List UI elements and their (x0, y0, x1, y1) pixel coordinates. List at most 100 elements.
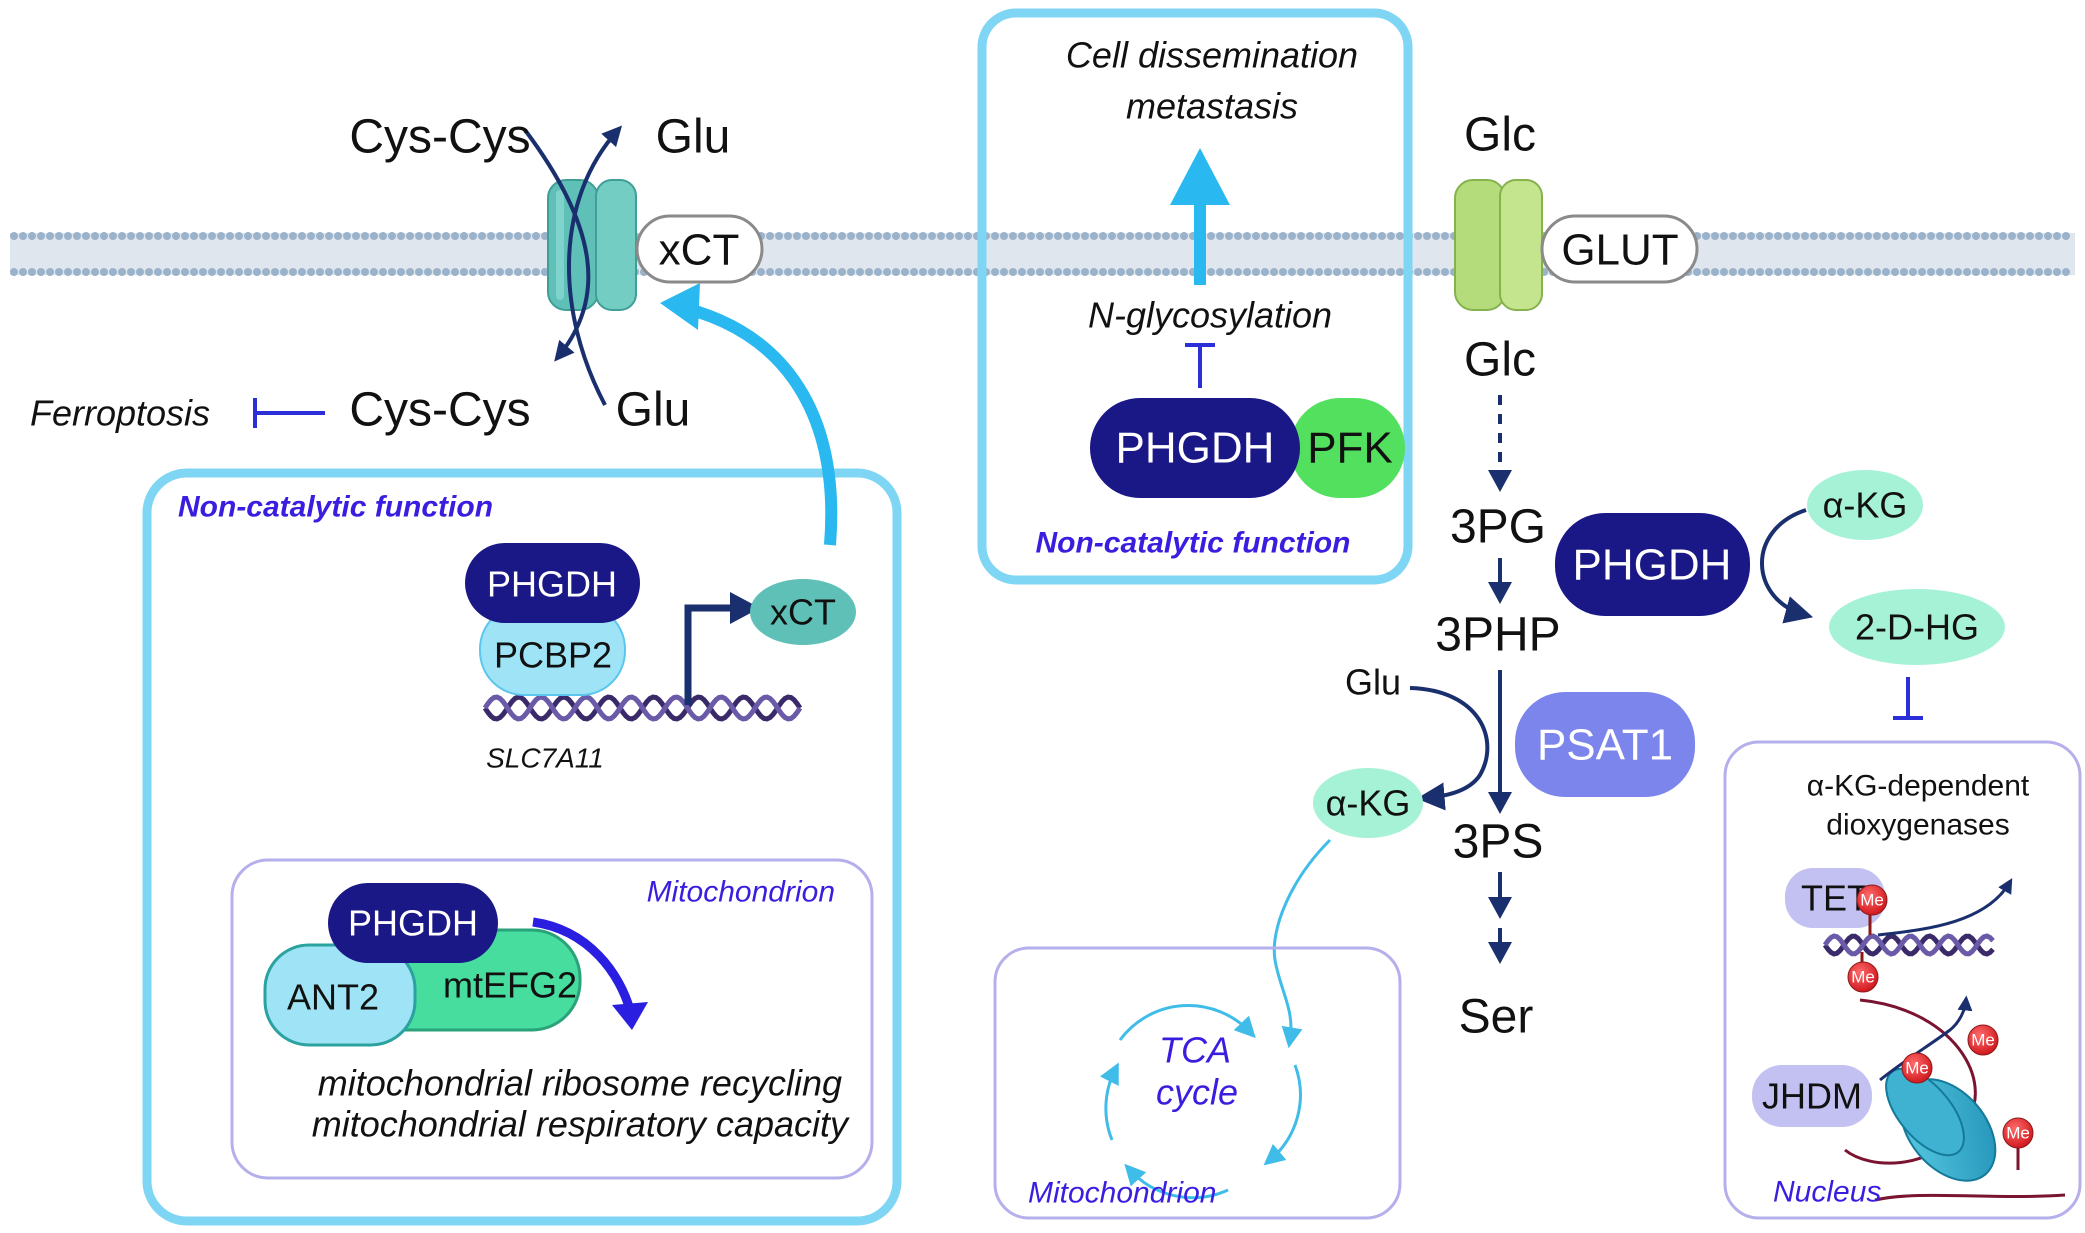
xct-protein-small: xCT (750, 579, 856, 645)
lipid-head (325, 268, 333, 276)
lipid-head (1171, 268, 1179, 276)
noncatalytic-left-box: Non-catalytic function PCBP2 PHGDH SLC7A… (142, 283, 902, 1226)
jhdm-label: JHDM (1762, 1076, 1862, 1117)
lipid-head (64, 268, 72, 276)
lipid-head (1774, 232, 1782, 240)
lipid-head (1378, 268, 1386, 276)
ferroptosis-inhibition (253, 398, 325, 428)
mito-effect-arrow (532, 917, 648, 1030)
lipid-head (1828, 268, 1836, 276)
lipid-head (1945, 232, 1953, 240)
lipid-head (532, 268, 540, 276)
lipid-head (1000, 232, 1008, 240)
lipid-head (1171, 232, 1179, 240)
lipid-head (532, 232, 540, 240)
lipid-head (1711, 232, 1719, 240)
lipid-head (1162, 268, 1170, 276)
lipid-head (1747, 268, 1755, 276)
lipid-head (19, 232, 27, 240)
lipid-head (883, 268, 891, 276)
lipid-head (1711, 268, 1719, 276)
transamination-arrow (1409, 686, 1490, 811)
lipid-head (406, 268, 414, 276)
lipid-head (1234, 232, 1242, 240)
lipid-head (451, 232, 459, 240)
lipid-head (838, 232, 846, 240)
lipid-head (217, 232, 225, 240)
lipid-head (1873, 232, 1881, 240)
lipid-head (1369, 232, 1377, 240)
phgdh-enzyme-right: PHGDH (1555, 513, 1750, 616)
akg-left: α-KG (1313, 768, 1423, 838)
lipid-head (100, 268, 108, 276)
lipid-head (1144, 268, 1152, 276)
lipid-head (271, 268, 279, 276)
lipid-head (2035, 268, 2043, 276)
phgdh-protein-top: PHGDH (1090, 398, 1300, 498)
lipid-head (1180, 232, 1188, 240)
2dhg-inhibition (1893, 677, 1923, 720)
lipid-head (937, 232, 945, 240)
cell-dissemination-label: Cell dissemination (1066, 35, 1358, 76)
psat1-enzyme: PSAT1 (1515, 692, 1695, 797)
lipid-head (514, 268, 522, 276)
lipid-head (388, 232, 396, 240)
akg-to-2dhg-arrow (1760, 508, 1814, 624)
lipid-head (1279, 268, 1287, 276)
lipid-head (154, 232, 162, 240)
glut-transporter: GLUT (1540, 214, 1699, 284)
lipid-head (1846, 268, 1854, 276)
nucleus-title: Nucleus (1773, 1176, 1881, 1209)
lipid-head (262, 232, 270, 240)
lipid-head (1117, 268, 1125, 276)
lipid-head (1009, 268, 1017, 276)
lipid-head (2026, 232, 2034, 240)
lipid-head (1414, 232, 1422, 240)
lipid-head (226, 268, 234, 276)
lipid-head (901, 268, 909, 276)
glut-label: GLUT (1561, 226, 1678, 275)
lipid-head (766, 232, 774, 240)
lipid-head (1099, 268, 1107, 276)
lipid-head (1243, 232, 1251, 240)
tca-label-2: cycle (1156, 1072, 1238, 1113)
noncatalytic-top-box: Cell dissemination metastasis N-glycosyl… (977, 8, 1413, 585)
serine-pathway: 3PG 3PHP 3PS Ser Glu α-KG PSAT1 PHGDH α- (1272, 395, 2005, 1049)
lipid-head (1864, 232, 1872, 240)
lipid-head (1810, 268, 1818, 276)
lipid-head (118, 232, 126, 240)
xct-small-label: xCT (770, 592, 836, 633)
lipid-head (370, 232, 378, 240)
lipid-head (253, 232, 261, 240)
lipid-head (154, 268, 162, 276)
lipid-head (1432, 268, 1440, 276)
lipid-head (1738, 232, 1746, 240)
lipid-head (1063, 232, 1071, 240)
lipid-head (1954, 232, 1962, 240)
lipid-head (1846, 232, 1854, 240)
lipid-head (1252, 232, 1260, 240)
lipid-head (1027, 232, 1035, 240)
lipid-head (388, 268, 396, 276)
lipid-head (1108, 268, 1116, 276)
lipid-head (1387, 268, 1395, 276)
lipid-head (1936, 232, 1944, 240)
lipid-head (1027, 268, 1035, 276)
lipid-head (1135, 268, 1143, 276)
lipid-head (1315, 268, 1323, 276)
lipid-head (28, 268, 36, 276)
lipid-head (1306, 232, 1314, 240)
lipid-head (1018, 232, 1026, 240)
lipid-head (1045, 232, 1053, 240)
ser-label: Ser (1459, 991, 1534, 1044)
lipid-head (361, 268, 369, 276)
3ps-label: 3PS (1453, 816, 1544, 869)
lipid-head (1234, 268, 1242, 276)
lipid-head (64, 232, 72, 240)
akg-right-label: α-KG (1823, 485, 1908, 526)
lipid-head (190, 268, 198, 276)
lipid-head (964, 268, 972, 276)
lipid-head (1882, 268, 1890, 276)
lipid-head (865, 268, 873, 276)
psat1-label: PSAT1 (1537, 721, 1673, 770)
